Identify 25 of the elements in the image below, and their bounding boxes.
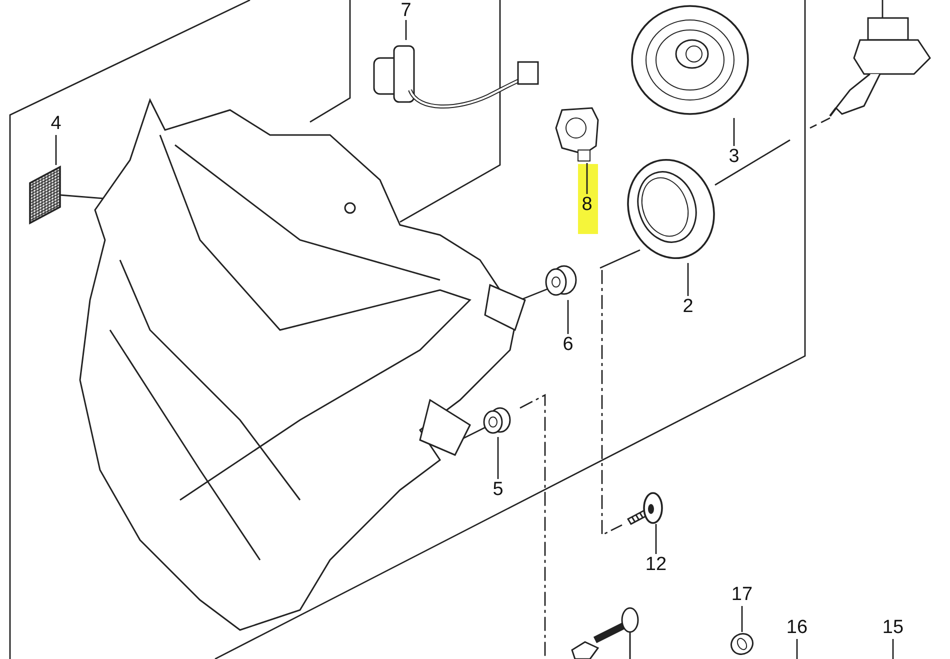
callout-number: 6 [558,334,578,356]
callout-number: 16 [783,617,811,639]
sticker-drawing [28,165,62,225]
leader-line [567,300,569,334]
callout-number: 7 [396,0,416,20]
leader-line [733,118,735,146]
callout-number: 12 [642,554,670,576]
leader-line [497,437,499,479]
callout-number: 2 [678,296,698,318]
callout-number: 8 [577,194,597,216]
leader-line [892,639,894,659]
leader-line [55,135,57,165]
leader-line [405,20,407,40]
leader-line [687,263,689,296]
leader-line [796,639,798,659]
callout-number: 5 [488,479,508,501]
leader-line [741,606,743,632]
callout-number: 4 [46,113,66,135]
callout-number: 17 [728,584,756,606]
screw-drawing [625,492,663,524]
leader-line [655,524,657,554]
callout-number: 15 [879,617,907,639]
leader-line [882,0,884,18]
callout-number: 3 [724,146,744,168]
leader-line [586,163,588,194]
